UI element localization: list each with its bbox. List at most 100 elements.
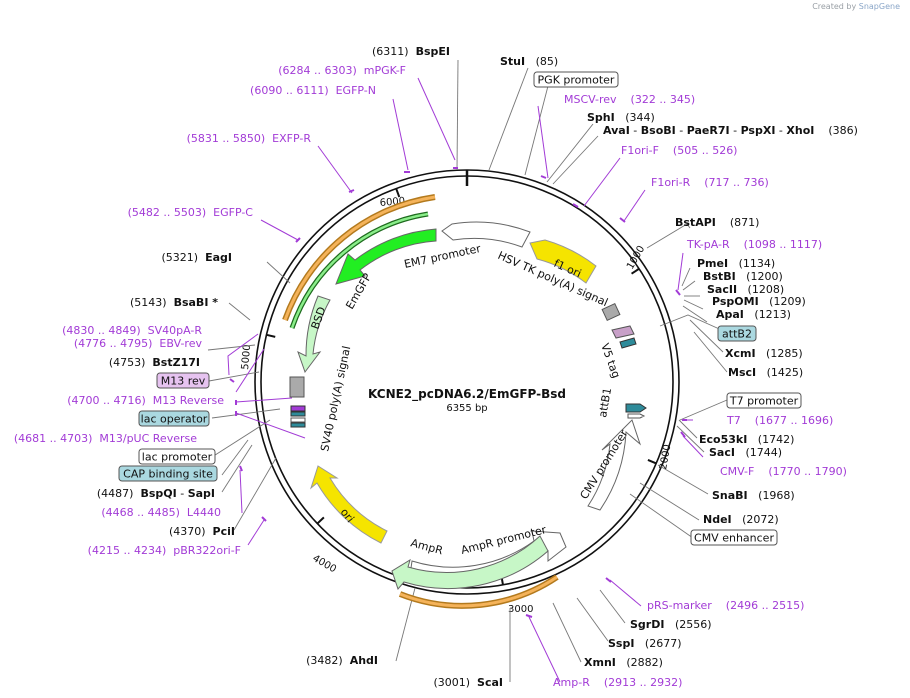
site-label: MscI (1425) [728,366,803,379]
tick-label: 3000 [508,604,533,615]
svg-text:T7 promoter: T7 promoter [729,395,799,408]
site-label: SacII (1208) [707,283,784,296]
site-label: T7 (1677 .. 1696) [726,414,833,427]
primer-marks [229,167,687,618]
tick-label: 5000 [240,344,253,370]
boxed-label: CMV enhancer [690,529,778,546]
feature-label-attb1: attB1 [596,387,614,419]
site-label: SacI (1744) [709,446,782,459]
backbone [254,169,680,595]
site-label: SphI (344) [587,111,655,124]
boxed-label: M13 rev [156,372,210,389]
feature-label-sv40: SV40 poly(A) signal [318,345,353,453]
site-label: Eco53kI (1742) [699,433,794,446]
site-label: (4681 .. 4703) M13/pUC Reverse [14,432,197,445]
tick-mark [647,458,657,465]
tick-mark [266,333,276,338]
site-label: (3001) ScaI [433,676,503,689]
site-label: pRS-marker (2496 .. 2515) [647,599,804,612]
site-label: (4215 .. 4234) pBR322ori-F [88,544,241,557]
site-label: SspI (2677) [608,637,682,650]
site-label: (5482 .. 5503) EGFP-C [128,206,254,219]
site-label: MSCV-rev (322 .. 345) [564,93,695,106]
boxed-label: lac operator [138,410,210,427]
site-label: PspOMI (1209) [712,295,806,308]
site-label: AvaI - BsoBI - PaeR7I - PspXI - XhoI (38… [603,124,858,137]
site-label: TK-pA-R (1098 .. 1117) [686,238,822,251]
feature-label-v5: V5 tag [598,342,623,380]
boxed-label: CAP binding site [118,465,218,482]
site-label: NdeI (2072) [703,513,779,526]
svg-text:attB2: attB2 [722,328,752,341]
plasmid-name: KCNE2_pcDNA6.2/EmGFP-Bsd [368,387,566,402]
credit-prefix: Created by [812,2,857,11]
site-label: StuI (85) [500,55,558,68]
svg-text:lac promoter: lac promoter [142,451,213,464]
feature-label-em7: EM7 promoter [403,242,482,271]
credit-brand: SnapGene [858,2,900,11]
site-label: (4468 .. 4485) L4440 [101,506,221,519]
site-label: (6090 .. 6111) EGFP-N [250,84,376,97]
site-label: (4753) BstZ17I [109,356,200,369]
boxed-label: lac promoter [138,448,216,465]
site-label: BstBI (1200) [703,270,783,283]
site-label: SgrDI (2556) [630,618,712,631]
gray-block-feature [601,302,621,322]
svg-text:CAP binding site: CAP binding site [123,468,213,481]
svg-text:PGK promoter: PGK promoter [538,74,615,87]
site-label: SnaBI (1968) [712,489,795,502]
boxed-label: PGK promoter [533,71,619,88]
primer-lines [227,77,704,683]
feature-label-ampr: AmpR [409,536,444,557]
site-label: (5143) BsaBI * [130,296,218,309]
attb1-feature [625,403,647,413]
site-label: ApaI (1213) [716,308,791,321]
site-label: CMV-F (1770 .. 1790) [720,465,847,478]
site-label: (5831 .. 5850) EXFP-R [187,132,312,145]
svg-text:CMV enhancer: CMV enhancer [694,532,774,545]
cmv-promoter-feature [587,419,642,511]
site-label: XcmI (1285) [725,347,803,360]
tick-mark [395,188,401,198]
site-label: BstAPI (871) [675,216,759,229]
leader-lines [207,59,736,682]
tick-label: 1000 [625,244,647,272]
site-label: Amp-R (2913 .. 2932) [553,676,682,689]
tick-mark [316,516,325,525]
tick-mark [631,267,640,275]
site-label: (6311) BspEI [372,45,450,58]
bsd-feature [297,295,331,374]
site-label: XmnI (2882) [584,656,663,669]
site-label: (4487) BspQI - SapI [97,487,215,500]
feature-label-bsd: BSD [309,305,329,331]
features [282,194,647,609]
site-label: F1ori-F (505 .. 526) [621,144,737,157]
site-labels: (6311) BspEI StuI (85) (6284 .. 6303) mPGK… [14,45,858,689]
sv40-polya-feature [289,376,305,398]
hsv-tk-polya-feature [441,221,531,248]
snapgene-credit: Created by SnapGene [812,2,900,11]
site-label: (4830 .. 4849) SV40pA-R [62,324,202,337]
ori-feature [310,465,388,544]
boxed-label: T7 promoter [726,392,802,409]
site-label: (4776 .. 4795) EBV-rev [74,337,203,350]
site-label: (6284 .. 6303) mPGK-F [278,64,406,77]
f1-ori-feature [529,239,597,284]
emgfp-feature [335,228,437,285]
site-label: F1ori-R (717 .. 736) [651,176,769,189]
site-label: (5321) EagI [162,251,232,264]
site-label: (4370) PciI [169,525,235,538]
svg-text:lac operator: lac operator [141,413,208,426]
site-label: (4700 .. 4716) M13 Reverse [67,394,224,407]
site-label: (3482) AhdI [306,654,378,667]
tick-label: 4000 [311,553,339,575]
attb2-feature [619,337,637,349]
ampr-feature [391,535,549,590]
svg-text:M13 rev: M13 rev [161,375,206,388]
v5-tag-feature [611,325,635,339]
tick-label: 2000 [658,444,673,471]
small-feature [627,413,646,419]
site-label: PmeI (1134) [697,257,775,270]
